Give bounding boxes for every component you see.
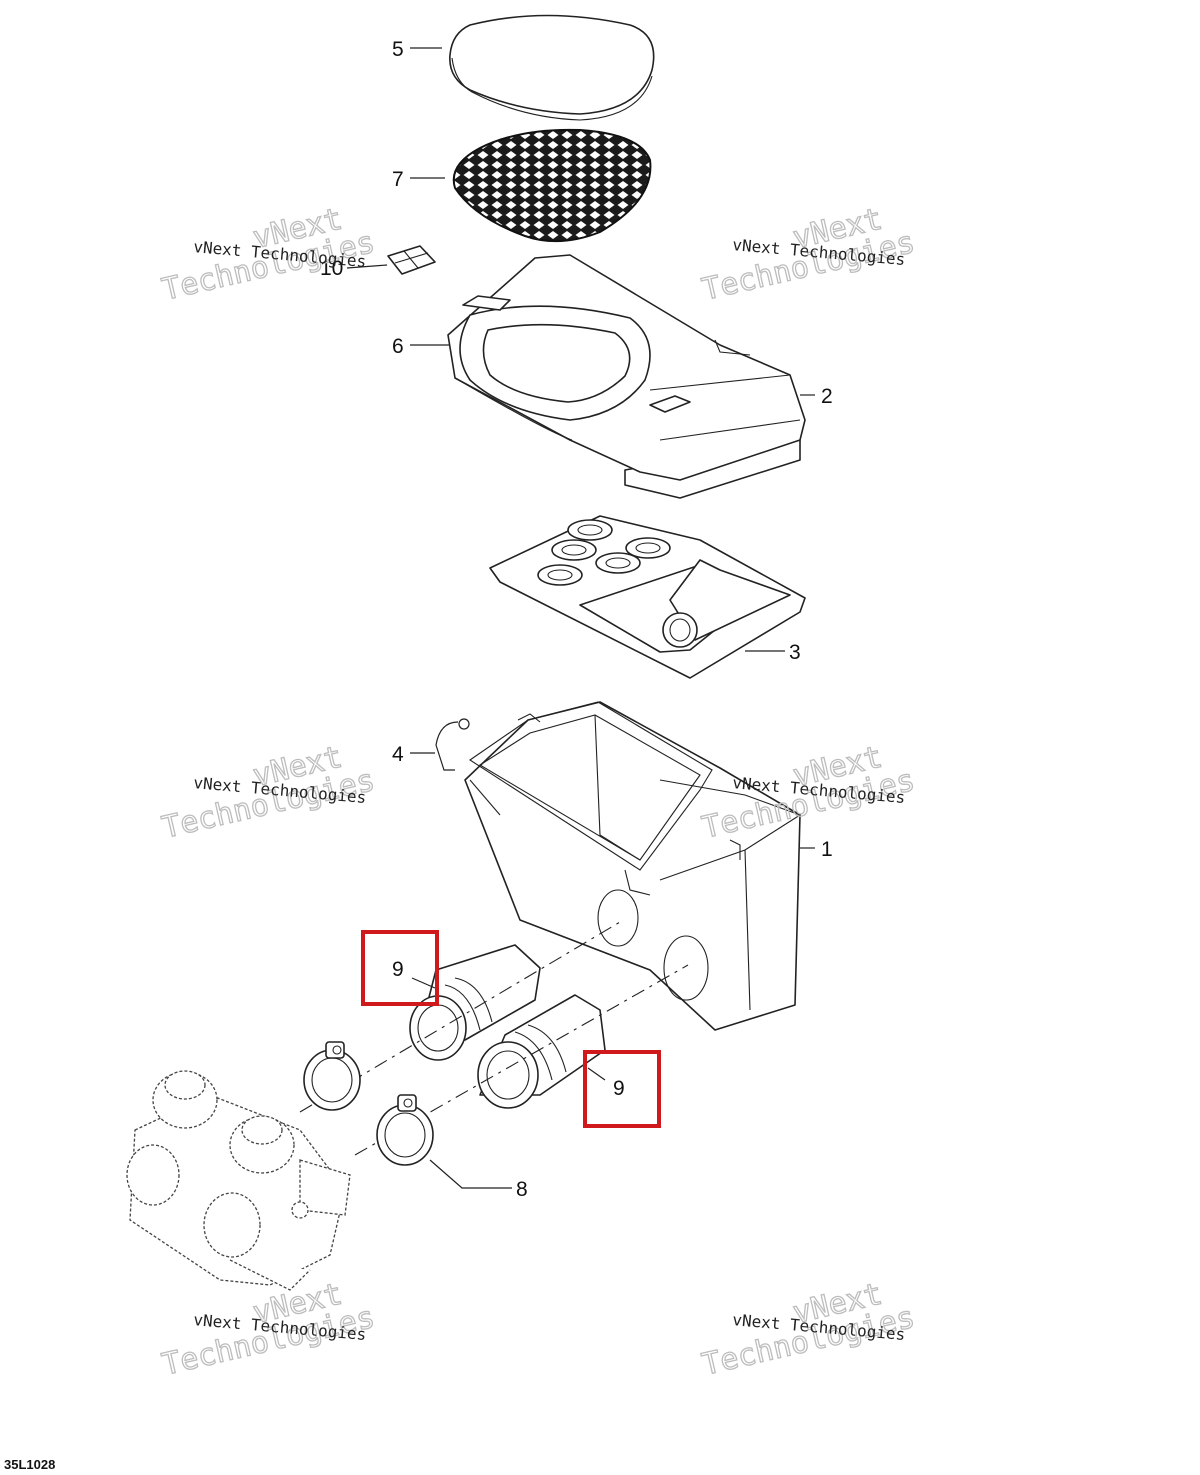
part-3-baffle-plate [489,515,806,679]
part-2-airbox-cover [447,254,806,499]
highlight-box-upper [361,930,439,1006]
part-5-foam-filter [449,14,655,121]
highlight-boxes [361,930,661,1128]
callout-4: 4 [392,743,404,766]
carburetor-assembly [126,1070,351,1291]
callout-9-upper: 9 [392,958,404,981]
part-9-adaptor-upper [409,944,541,1061]
part-4-clip [435,718,470,771]
highlight-box-lower [583,1050,661,1128]
callout-labels: 5 7 10 6 2 3 4 1 9 9 8 [320,38,833,1201]
callout-8: 8 [516,1178,528,1201]
part-9-adaptor-lower [477,994,606,1109]
callout-7: 7 [392,168,404,191]
leader-lines [346,47,815,1189]
callout-5: 5 [392,38,404,61]
callout-10: 10 [320,257,343,280]
part-8-clamp-lower [376,1094,434,1166]
callout-9-lower: 9 [613,1077,625,1100]
callout-3: 3 [789,641,801,664]
part-8-clamp-upper [303,1041,361,1111]
callout-2: 2 [821,385,833,408]
part-1-airbox [464,701,802,1031]
callout-6: 6 [392,335,404,358]
part-10-decal [387,245,436,275]
callout-1: 1 [821,838,833,861]
watermark-3: vNext Technologies [158,739,378,846]
part-7-mesh-screen [452,128,652,243]
reference-code: 35L1028 [4,1457,55,1472]
